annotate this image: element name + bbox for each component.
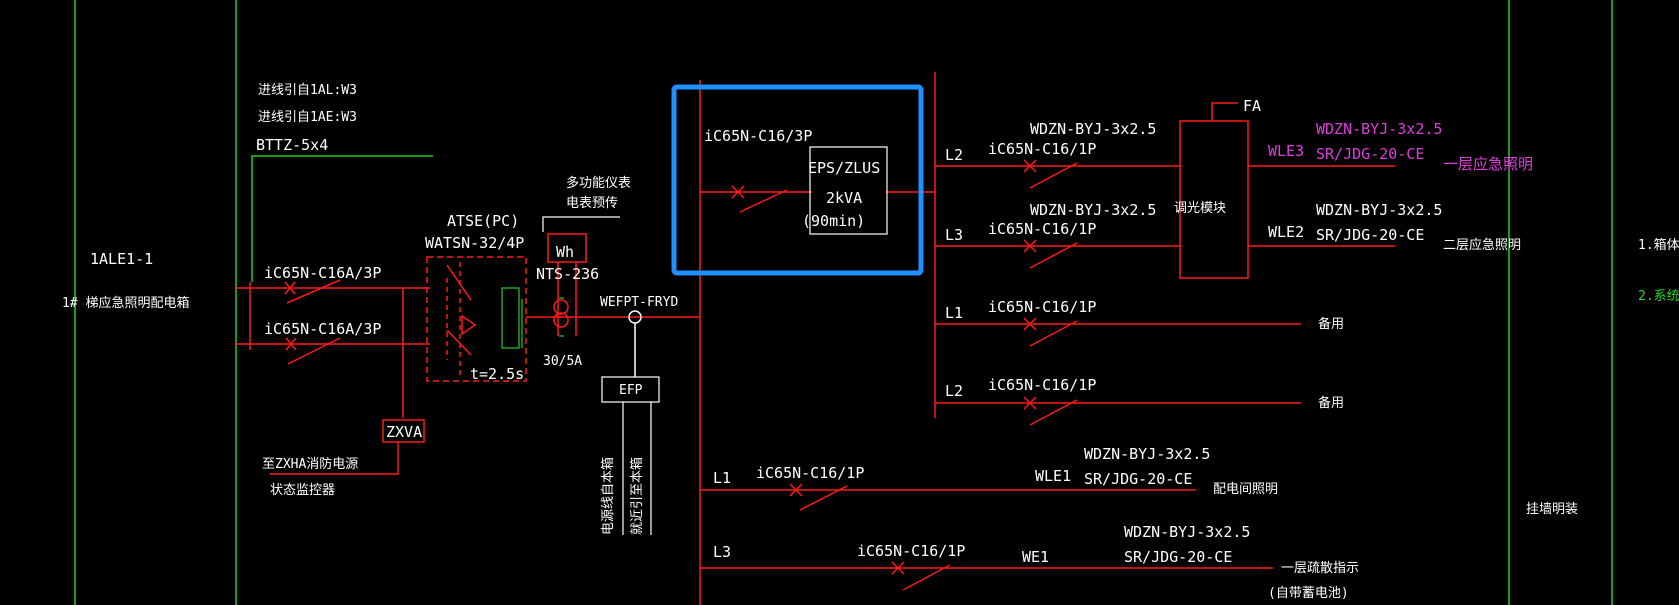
out1-id: WLE3	[1268, 142, 1304, 160]
out1-note: 一层应急照明	[1443, 155, 1533, 173]
ats-title: ATSE(PC)	[447, 212, 519, 230]
selection-highlight[interactable]	[671, 84, 924, 276]
module-fa: FA	[1243, 97, 1261, 115]
circuit-4-phase: L2	[945, 382, 963, 400]
meter-label: Wh	[556, 243, 574, 261]
circuit-4-note: 备用	[1318, 395, 1344, 411]
panel-name: 1# 梯应急照明配电箱	[62, 295, 189, 311]
out2-cable: WDZN-BYJ-3x2.5	[1316, 201, 1442, 219]
circuit-5-cable: WDZN-BYJ-3x2.5	[1084, 445, 1210, 463]
circuit-5-note: 配电间照明	[1213, 482, 1278, 497]
meter-note-1: 多功能仪表	[566, 175, 631, 191]
circuit-3-breaker: iC65N-C16/1P	[988, 298, 1096, 316]
fire-note-1: 至ZXHA消防电源	[262, 456, 358, 472]
circuit-5-breaker: iC65N-C16/1P	[756, 464, 864, 482]
ats-delay: t=2.5s	[470, 365, 524, 383]
out2-id: WLE2	[1268, 223, 1304, 241]
circuit-1-phase: L2	[945, 146, 963, 164]
meter-box	[547, 233, 587, 263]
circuit-2-cable: WDZN-BYJ-3x2.5	[1030, 201, 1156, 219]
circuit-6-breaker: iC65N-C16/1P	[857, 542, 965, 560]
incoming-line-2: 进线引自1AE:W3	[258, 110, 357, 125]
install-method: 挂墙明装	[1526, 502, 1578, 517]
right-note-2: 2.系统参	[1638, 288, 1679, 304]
zxva-label: ZXVA	[386, 423, 422, 441]
eps-model: EPS/ZLUS	[808, 159, 880, 177]
circuit-4-breaker: iC65N-C16/1P	[988, 376, 1096, 394]
out2-conduit: SR/JDG-20-CE	[1316, 226, 1424, 244]
out2-note: 二层应急照明	[1443, 237, 1521, 253]
out1-cable: WDZN-BYJ-3x2.5	[1316, 120, 1442, 138]
circuit-1-breaker: iC65N-C16/1P	[988, 140, 1096, 158]
meter-note-2: 电表预传	[566, 196, 618, 211]
circuit-3-phase: L1	[945, 304, 963, 322]
dimming-module-box	[1179, 120, 1249, 279]
eps-capacity: 2kVA	[826, 189, 862, 207]
circuit-6-phase: L3	[713, 543, 731, 561]
eps-duration: (90min)	[802, 212, 865, 230]
out1-conduit: SR/JDG-20-CE	[1316, 145, 1424, 163]
circuit-3-note: 备用	[1318, 316, 1344, 332]
efp-vnote-1: 电源线自本箱	[600, 457, 616, 535]
efp-vnote-2: 就近引至本箱	[629, 457, 645, 535]
zxva-box	[382, 419, 425, 443]
circuit-6-id: WE1	[1022, 548, 1049, 566]
efp-box	[601, 376, 660, 403]
meter-model: NTS-236	[536, 265, 599, 283]
breaker-2-label: iC65N-C16A/3P	[264, 320, 381, 338]
circuit-5-conduit: SR/JDG-20-CE	[1084, 470, 1192, 488]
panel-id: 1ALE1-1	[90, 250, 153, 268]
breaker-1-label: iC65N-C16A/3P	[264, 264, 381, 282]
circuit-2-breaker: iC65N-C16/1P	[988, 220, 1096, 238]
ats-model: WATSN-32/4P	[425, 234, 524, 252]
right-note-1: 1.箱体参	[1638, 237, 1679, 253]
eps-box	[809, 146, 888, 235]
eps-breaker: iC65N-C16/3P	[704, 127, 812, 145]
efp-label: EFP	[619, 383, 643, 398]
circuit-6-cable: WDZN-BYJ-3x2.5	[1124, 523, 1250, 541]
circuit-2-phase: L3	[945, 226, 963, 244]
efp-cable: WEFPT-FRYD	[600, 295, 678, 310]
circuit-5-id: WLE1	[1035, 467, 1071, 485]
fire-note-2: 状态监控器	[270, 483, 335, 498]
incoming-cable-line	[251, 155, 433, 282]
circuit-6-note-2: (自带蓄电池)	[1268, 586, 1349, 601]
ct-ratio: 30/5A	[543, 354, 582, 369]
incoming-line-1: 进线引自1AL:W3	[258, 83, 357, 98]
circuit-1-cable: WDZN-BYJ-3x2.5	[1030, 120, 1156, 138]
circuit-5-phase: L1	[713, 469, 731, 487]
incoming-cable: BTTZ-5x4	[256, 136, 328, 154]
ats-box	[426, 256, 527, 382]
circuit-6-note: 一层疏散指示	[1281, 561, 1359, 576]
circuit-6-conduit: SR/JDG-20-CE	[1124, 548, 1232, 566]
module-label: 调光模块	[1174, 201, 1226, 216]
